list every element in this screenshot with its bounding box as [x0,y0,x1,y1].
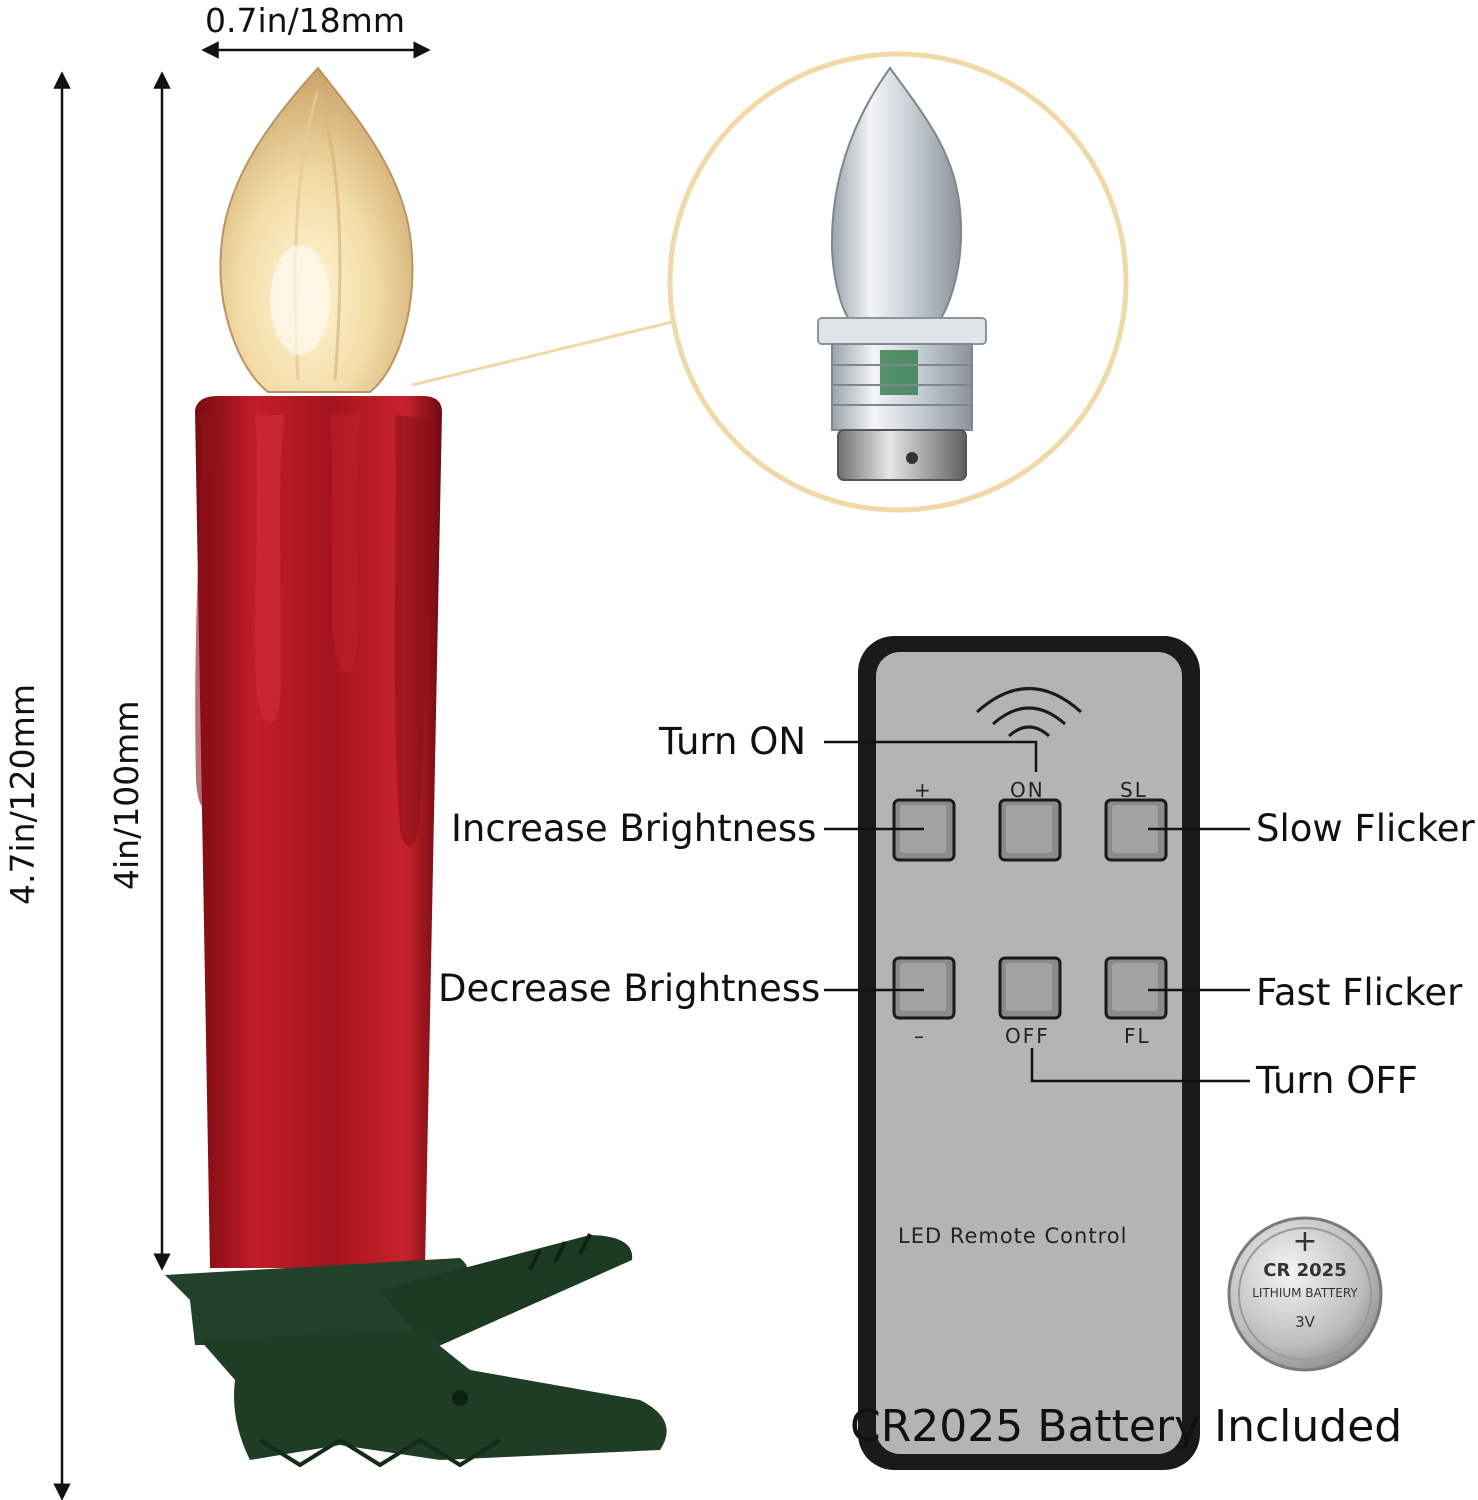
battery-voltage: 3V [1295,1313,1315,1331]
turn-off-label: Turn OFF [1256,1059,1418,1102]
decrease-brightness-label: Decrease Brightness [438,967,821,1010]
body-height-label: 4in/100mm [107,700,146,890]
zoom-circle [667,51,1129,513]
total-height-label: 4.7in/120mm [3,684,42,905]
off-button-label: OFF [1005,1024,1050,1048]
remote-buttons [892,798,1168,1020]
callout-lines [824,740,1250,1083]
cr2025-battery [1227,1216,1383,1372]
slow-flicker-label: Slow Flicker [1256,807,1475,850]
fast-flicker-label: Fast Flicker [1256,971,1463,1014]
fl-button-label: FL [1124,1024,1151,1048]
plus-button-label: + [914,778,933,802]
candle-flame-bulb [219,66,414,393]
on-button-label: ON [1010,778,1045,802]
battery-plus: + [1292,1224,1318,1259]
battery-type: LITHIUM BATTERY [1252,1286,1358,1300]
minus-button-label: – [914,1024,926,1048]
increase-brightness-label: Increase Brightness [451,807,817,850]
candle-clip [165,1233,667,1468]
width-label: 0.7in/18mm [205,1,405,40]
remote-control [858,636,1200,1470]
remote-title: LED Remote Control [898,1224,1128,1248]
sl-button-label: SL [1120,778,1148,802]
turn-on-label: Turn ON [659,720,807,763]
zoom-connector-line [411,320,673,387]
battery-caption: CR2025 Battery Included [850,1401,1403,1452]
battery-model: CR 2025 [1263,1260,1347,1281]
candle-body [195,395,442,1268]
